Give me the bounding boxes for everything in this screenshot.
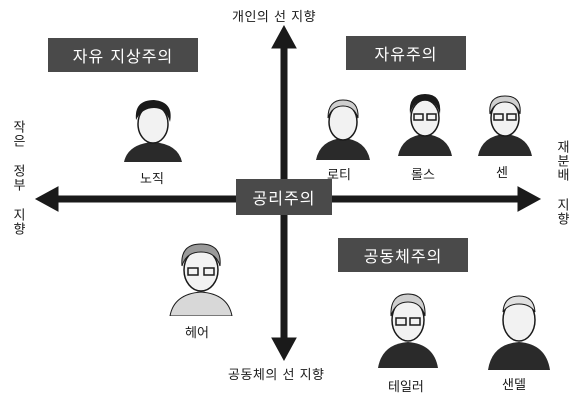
- portrait-taylor: [378, 293, 438, 368]
- glasses-icon: [409, 317, 421, 326]
- person-name-rawls: 롤스: [411, 168, 435, 183]
- portrait-nozick: [124, 100, 182, 162]
- quadrant-label-bottom-right: 공동체주의: [338, 238, 468, 272]
- arrow-down-icon: [271, 337, 297, 362]
- portrait-rorty: [316, 99, 370, 160]
- axis-label-bottom: 공동체의 선 지향: [228, 368, 325, 383]
- portrait-icon: [488, 342, 550, 370]
- portrait-rawls: [398, 94, 452, 156]
- hair-icon: [390, 293, 426, 317]
- quadrant-label-top-left: 자유 지상주의: [48, 38, 198, 72]
- quadrant-label-top-right: 자유주의: [346, 36, 466, 70]
- portrait-icon: [398, 134, 452, 156]
- arrow-right-icon: [517, 186, 542, 212]
- hair-icon: [181, 243, 221, 267]
- glasses-icon: [203, 267, 215, 276]
- axis-label-left: 작은 정부 지향: [10, 120, 25, 236]
- person-name-sen: 센: [496, 166, 508, 181]
- arrow-up-icon: [271, 24, 297, 49]
- person-name-taylor: 테일러: [388, 380, 424, 395]
- hair-icon: [489, 95, 521, 115]
- hair-icon: [135, 100, 171, 122]
- axis-label-right: 재분배 지향: [554, 140, 569, 226]
- glasses-icon: [493, 113, 504, 121]
- portrait-icon: [316, 138, 370, 160]
- face-icon: [410, 99, 440, 137]
- person-name-rorty: 로티: [327, 168, 351, 183]
- portrait-hare: [169, 243, 233, 316]
- hair-icon: [502, 295, 536, 313]
- person-name-hare: 헤어: [185, 326, 209, 341]
- center-label-box: 공리주의: [236, 179, 332, 215]
- person-name-sandel: 샌델: [502, 378, 526, 393]
- hair-icon: [409, 94, 441, 114]
- axis-label-top: 개인의 선 지향: [232, 10, 317, 25]
- portrait-sen: [478, 95, 532, 156]
- person-name-nozick: 노직: [140, 172, 164, 187]
- portrait-icon: [378, 342, 438, 368]
- glasses-icon: [413, 113, 424, 121]
- portrait-icon: [478, 134, 532, 156]
- portrait-sandel: [488, 295, 550, 370]
- portrait-icon: [169, 291, 233, 316]
- glasses-icon: [426, 113, 437, 121]
- glasses-icon: [187, 267, 199, 276]
- glasses-icon: [506, 113, 517, 121]
- glasses-icon: [395, 317, 407, 326]
- portrait-icon: [124, 142, 182, 162]
- arrow-left-icon: [34, 186, 59, 212]
- hair-icon: [327, 99, 359, 119]
